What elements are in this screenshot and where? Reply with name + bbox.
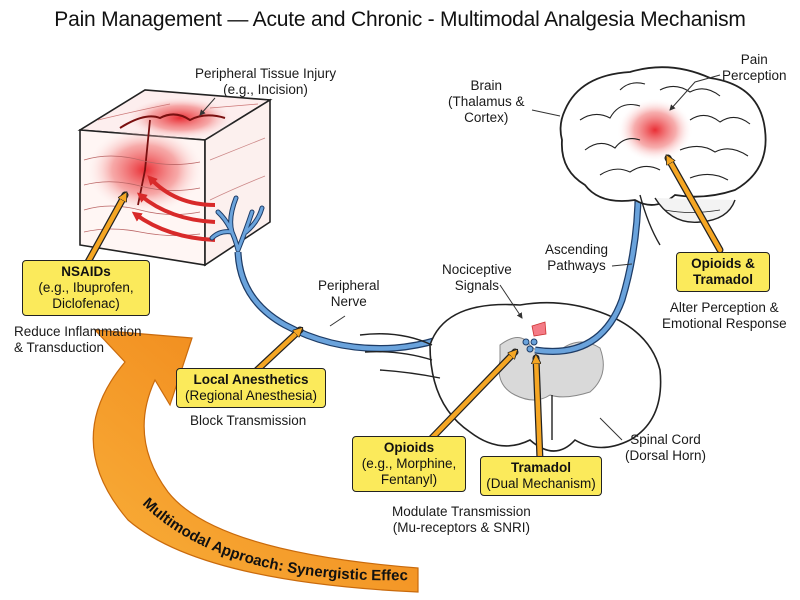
ascending-line-1: Ascending <box>545 242 609 257</box>
tramadol-detail: (Dual Mechanism) <box>486 476 596 491</box>
nsaids-detail-1: (e.g., Ibuprofen, <box>38 280 134 295</box>
spinal-cord-line-2: (Dorsal Horn) <box>625 448 707 463</box>
opioids-spinal-name: Opioids <box>383 440 435 455</box>
ascending-pathway <box>534 175 638 355</box>
opioids-brain-effect-line-1: Alter Perception & <box>669 300 779 315</box>
pain-perception-line-2: Perception <box>722 68 787 83</box>
brain-line-3: Cortex) <box>464 110 509 125</box>
tramadol-name: Tramadol <box>510 460 572 475</box>
nociceptive-line-1: Nociceptive <box>442 262 512 277</box>
nsaids-name: NSAIDs <box>61 264 111 279</box>
peripheral-nerve-label: Peripheral Nerve <box>318 278 380 310</box>
spinal-effect-line-1: Modulate Transmission <box>392 504 531 519</box>
spinal-effect-label: Modulate Transmission (Mu-receptors & SN… <box>392 504 531 536</box>
spinal-cord-label: Spinal Cord (Dorsal Horn) <box>625 432 706 464</box>
pain-perception-line-1: Pain <box>740 52 768 67</box>
opioids-spinal-detail-1: (e.g., Morphine, <box>361 456 457 471</box>
opioids-brain-name: Opioids & <box>691 256 755 271</box>
tissue-injury-line-1: Peripheral Tissue Injury <box>195 66 337 81</box>
nsaids-box: NSAIDs (e.g., Ibuprofen, Diclofenac) <box>22 260 150 316</box>
opioids-brain-effect-line-2: Emotional Response <box>662 316 787 331</box>
nociceptive-signals-label: Nociceptive Signals <box>442 262 512 294</box>
tissue-injury-line-2: (e.g., Incision) <box>223 82 308 97</box>
local-anesthetics-name: Local Anesthetics <box>193 372 309 387</box>
spinal-cord <box>359 301 662 452</box>
opioids-spinal-box: Opioids (e.g., Morphine, Fentanyl) <box>352 436 466 492</box>
nsaids-detail-2: Diclofenac) <box>52 296 120 311</box>
brain-label: Brain (Thalamus & Cortex) <box>448 78 525 126</box>
inflammation-arrows <box>131 175 216 242</box>
opioids-brain-effect: Alter Perception & Emotional Response <box>662 300 787 332</box>
local-anesthetics-detail: (Regional Anesthesia) <box>184 388 318 403</box>
tissue-injury-label: Peripheral Tissue Injury (e.g., Incision… <box>195 66 336 98</box>
opioids-spinal-detail-2: Fentanyl) <box>380 472 438 487</box>
spinal-cord-line-1: Spinal Cord <box>630 432 701 447</box>
brain <box>559 66 767 246</box>
ascending-pathways-label: Ascending Pathways <box>545 242 608 274</box>
local-anesthetics-effect: Block Transmission <box>190 413 306 429</box>
peripheral-nerve-line-2: Nerve <box>330 294 367 309</box>
local-anesthetics-box: Local Anesthetics (Regional Anesthesia) <box>176 368 326 408</box>
tramadol-box: Tramadol (Dual Mechanism) <box>480 456 602 496</box>
nerve-endings <box>209 195 265 253</box>
opioids-brain-box: Opioids & Tramadol <box>676 252 770 292</box>
local-anesthetics-effect-line: Block Transmission <box>190 413 307 428</box>
nsaids-effect-line-2: & Transduction <box>14 340 105 355</box>
ascending-line-2: Pathways <box>547 258 606 273</box>
leader-lines <box>199 74 721 441</box>
nsaids-effect-line-1: Reduce Inflammation <box>14 324 142 339</box>
brain-line-2: (Thalamus & <box>448 94 525 109</box>
pain-perception-label: Pain Perception <box>722 52 787 84</box>
page-title: Pain Management — Acute and Chronic - Mu… <box>54 8 746 31</box>
opioids-brain-detail: Tramadol <box>692 272 754 287</box>
drug-action-arrows <box>84 158 724 464</box>
peripheral-nerve-line-1: Peripheral <box>318 278 380 293</box>
brain-line-1: Brain <box>470 78 503 93</box>
nociceptive-line-2: Signals <box>454 278 500 293</box>
nsaids-effect: Reduce Inflammation & Transduction <box>14 324 142 356</box>
spinal-effect-line-2: (Mu-receptors & SNRI) <box>392 520 531 535</box>
